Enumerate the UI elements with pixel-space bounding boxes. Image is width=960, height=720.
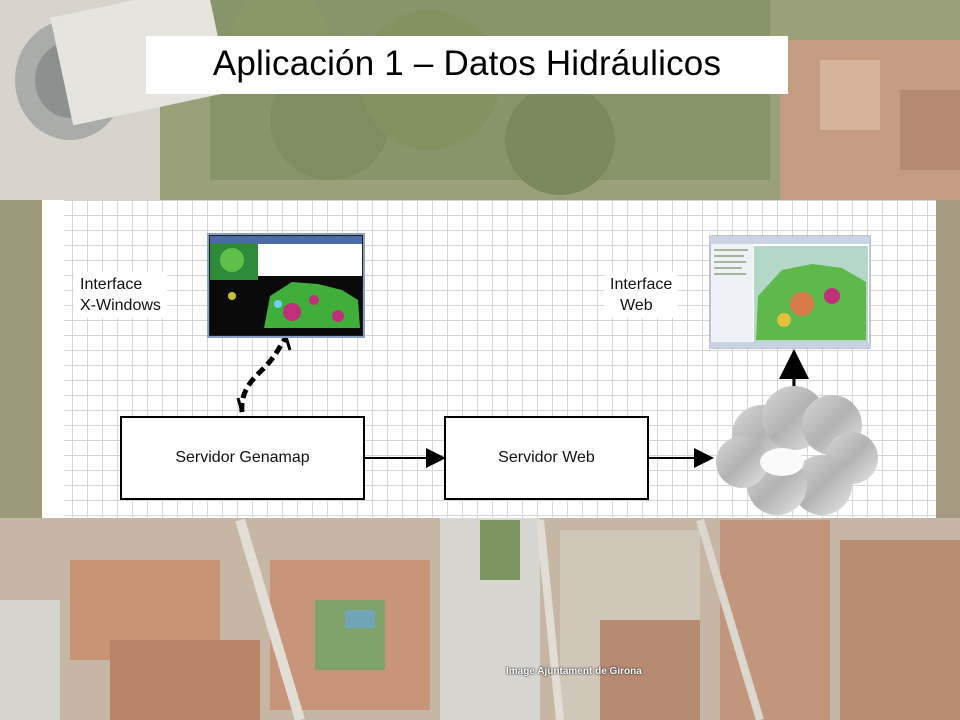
architecture-diagram: Interface X-Windows Interface Web Servid… xyxy=(42,200,936,518)
label-xwindows-line2: X-Windows xyxy=(80,297,161,314)
diagram-connectors xyxy=(207,233,878,515)
title-band: Aplicación 1 – Datos Hidráulicos xyxy=(146,36,788,94)
label-web-line1: Interface xyxy=(610,276,673,293)
label-xwindows-interface: Interface X-Windows xyxy=(74,272,167,318)
node-servidor-web: Servidor Web xyxy=(444,416,649,500)
node-servidor-genamap-label: Servidor Genamap xyxy=(175,449,310,466)
label-web-line2: Web xyxy=(620,297,653,314)
xwindows-screenshot xyxy=(207,233,365,338)
internet-cloud xyxy=(716,386,878,515)
slide-title: Aplicación 1 – Datos Hidráulicos xyxy=(212,44,722,83)
node-servidor-web-label: Servidor Web xyxy=(498,449,595,466)
label-web-interface: Interface Web xyxy=(604,272,679,318)
diagram-left-margin xyxy=(42,200,64,518)
web-interface-screenshot xyxy=(709,235,871,349)
chain-link-connector xyxy=(239,335,289,413)
photo-credit: Image Ajuntament de Girona xyxy=(506,666,642,677)
label-xwindows-line1: Interface xyxy=(80,276,143,293)
node-servidor-genamap: Servidor Genamap xyxy=(120,416,365,500)
